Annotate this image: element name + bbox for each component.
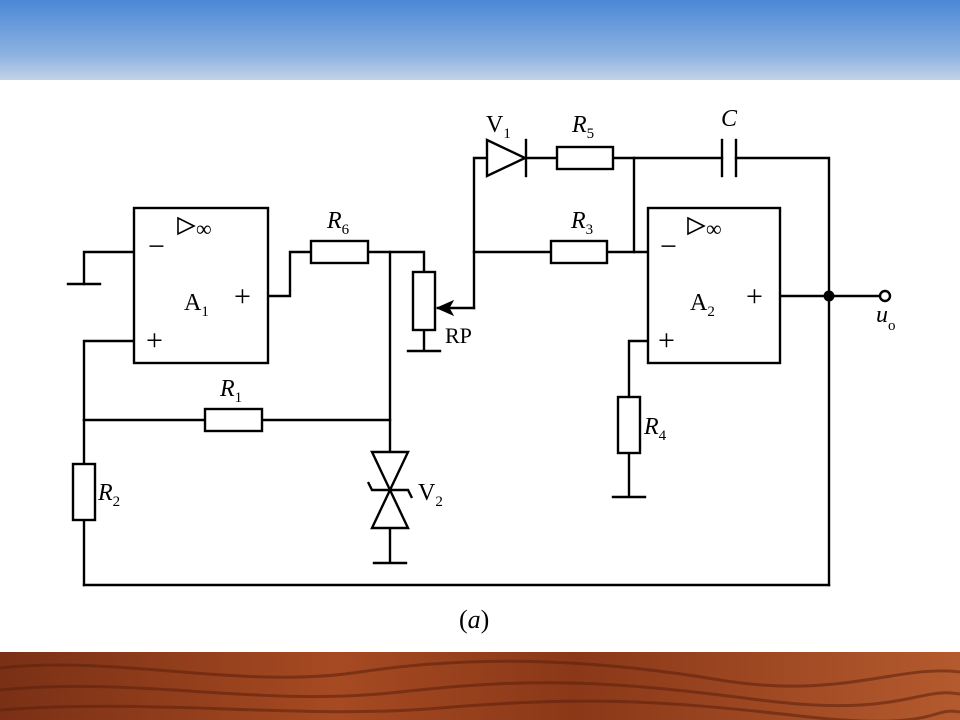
resistor-r1 (203, 407, 264, 433)
resistor-r5 (555, 145, 615, 171)
opamp-a1-plus-in: + (146, 324, 163, 357)
opamp-a2-label: A2 (690, 290, 715, 320)
sand-ripples (0, 659, 960, 720)
label-r3: R3 (570, 208, 593, 238)
label-r2: R2 (97, 480, 120, 510)
label-uo: uo (876, 302, 896, 334)
rp-wiper-arrow-icon (435, 299, 455, 317)
opamp-a2-infinity: ∞ (706, 216, 722, 241)
opamp-a2 (646, 206, 782, 365)
figure-caption: (a) (459, 605, 489, 634)
top-banner (0, 0, 960, 80)
opamp-a1-infinity: ∞ (196, 216, 212, 241)
opamp-a1-label: A1 (184, 290, 209, 320)
circuit-wires (66, 156, 882, 587)
label-r1: R1 (219, 376, 242, 406)
opamp-a2-minus: − (660, 230, 677, 263)
resistor-r6 (309, 239, 370, 265)
opamp-a1-triangle-icon (177, 216, 196, 236)
resistor-r3 (549, 239, 609, 265)
label-r4: R4 (643, 414, 667, 444)
label-r5: R5 (571, 112, 594, 142)
label-rp: RP (445, 323, 472, 348)
output-terminal (878, 289, 892, 303)
potentiometer-rp (411, 270, 437, 332)
opamp-a1-minus: − (148, 230, 165, 263)
resistor-r4 (616, 395, 642, 455)
capacitor-c (720, 138, 738, 178)
resistor-r2 (71, 462, 97, 522)
opamp-a2-plus-in: + (658, 324, 675, 357)
diode-v1 (485, 138, 528, 178)
label-v1: V1 (486, 112, 511, 142)
output-junction-dot (823, 290, 835, 302)
opamp-a1-plus-out: + (234, 280, 251, 313)
opamp-a2-plus-out: + (746, 280, 763, 313)
label-r6: R6 (326, 208, 350, 238)
zener-v2 (366, 450, 414, 530)
label-c: C (721, 106, 738, 132)
opamp-a2-triangle-icon (687, 216, 706, 236)
opamp-a1 (132, 206, 270, 365)
label-v2: V2 (418, 480, 443, 510)
